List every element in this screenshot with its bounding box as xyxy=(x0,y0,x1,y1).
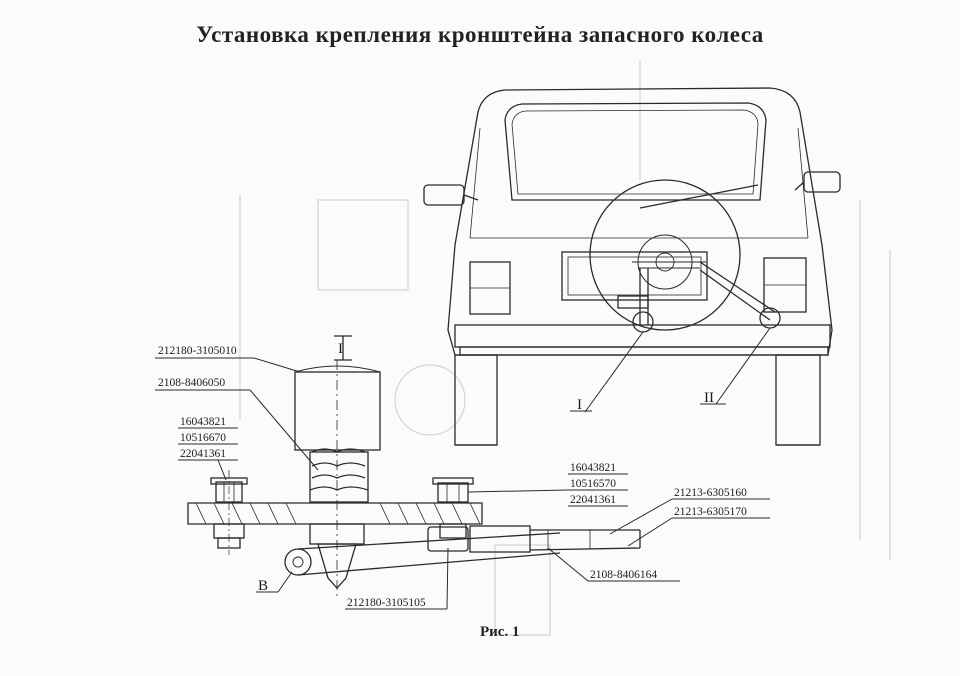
leader-detail-1 xyxy=(584,331,644,413)
detail-label-2: II xyxy=(704,390,714,406)
leader-detail-2 xyxy=(715,327,771,405)
pn-right-1: 16043821 xyxy=(570,462,616,474)
pn-left-2: 10516670 xyxy=(180,432,226,444)
pn-pillar: 212180-3105010 xyxy=(158,345,237,357)
pn-bracket-sleeve: 21213-6305170 xyxy=(674,506,747,518)
pn-left-3: 22041361 xyxy=(180,448,226,460)
pn-right-3: 22041361 xyxy=(570,494,616,506)
bleed-through-marks xyxy=(239,60,891,636)
pn-clamp: 212180-3105105 xyxy=(347,597,426,609)
pn-bushing: 2108-8406050 xyxy=(158,377,225,389)
section-label: I xyxy=(338,341,343,357)
mounting-assembly xyxy=(187,335,641,600)
pn-left-1: 16043821 xyxy=(180,416,226,428)
pn-bracket-rod: 21213-6305160 xyxy=(674,487,747,499)
pn-pin: 2108-8406164 xyxy=(590,569,657,581)
car-rear-view xyxy=(423,87,841,446)
callouts xyxy=(155,357,770,610)
pn-right-2: 10516570 xyxy=(570,478,616,490)
detail-label-1: I xyxy=(577,397,582,413)
part-number-labels: 212180-3105010 2108-8406050 16043821 105… xyxy=(158,345,747,609)
detail-label-b: B xyxy=(258,578,268,594)
figure-caption: Рис. 1 xyxy=(480,624,520,640)
drawing-title: Установка крепления кронштейна запасного… xyxy=(196,22,764,47)
